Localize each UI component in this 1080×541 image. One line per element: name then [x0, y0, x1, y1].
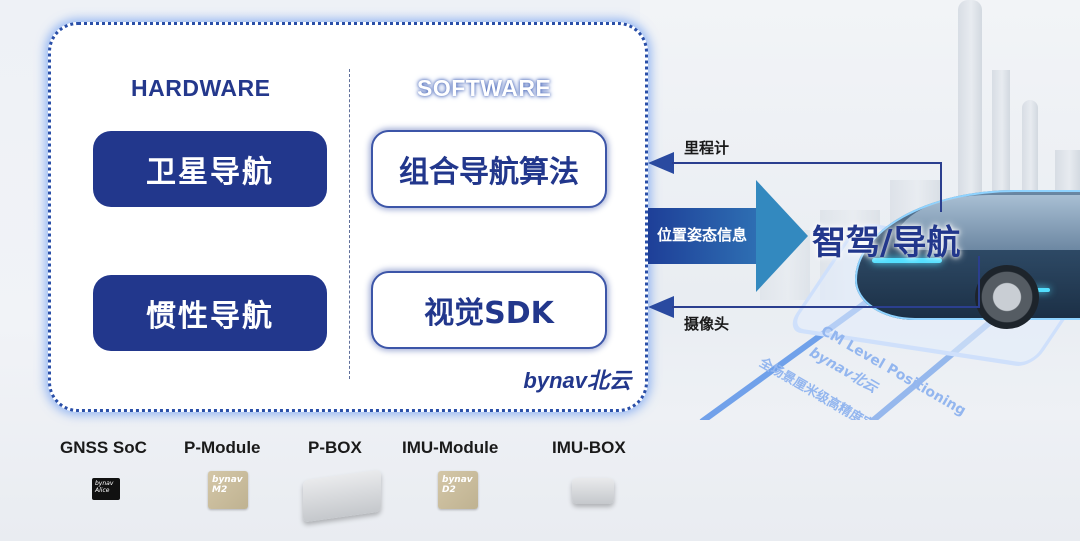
product-label: P-BOX	[308, 438, 362, 457]
car-wheel	[975, 265, 1039, 329]
odometer-arrowhead-icon	[648, 152, 674, 174]
product-label: P-Module	[184, 438, 261, 457]
software-item-vision-sdk: 视觉SDK	[371, 271, 607, 349]
product-label: IMU-BOX	[552, 438, 626, 457]
p-module-image: bynav M2	[208, 471, 248, 509]
column-divider	[349, 69, 350, 379]
background-city-car-scene: CM Level Positioning bynav北云 全场景厘米级高精度定位	[640, 0, 1080, 420]
imu-box-image	[572, 478, 614, 504]
output-arrow-label: 位置姿态信息	[657, 226, 748, 244]
odometer-arrow-connector	[940, 162, 942, 212]
product-imu-box: IMU-BOX	[552, 438, 626, 458]
hardware-title: HARDWARE	[131, 75, 271, 101]
output-arrow-shaft	[648, 208, 758, 264]
camera-arrowhead-icon	[648, 296, 674, 318]
software-title: SOFTWARE	[417, 75, 552, 101]
odometer-arrow-line	[672, 162, 942, 164]
hardware-software-panel: HARDWARE SOFTWARE 卫星导航 惯性导航 组合导航算法 视觉SDK…	[48, 22, 648, 412]
gnss-soc-chip-image: bynav Alice	[92, 478, 120, 500]
software-item-integrated-navigation-algorithm: 组合导航算法	[371, 130, 607, 208]
p-box-image	[303, 469, 381, 523]
camera-arrow-line	[672, 306, 980, 308]
product-label: GNSS SoC	[60, 438, 147, 457]
product-gnss-soc: GNSS SoC	[60, 438, 147, 458]
odometer-label: 里程计	[684, 139, 730, 157]
position-attitude-output-arrow: 位置姿态信息	[648, 180, 808, 292]
product-p-box: P-BOX	[308, 438, 362, 458]
target-smart-driving-navigation: 智驾/导航	[812, 223, 961, 263]
output-arrow-tip-icon	[756, 180, 808, 292]
product-p-module: P-Module	[184, 438, 261, 458]
product-imu-module: IMU-Module	[402, 438, 498, 458]
camera-label: 摄像头	[684, 315, 730, 333]
product-label: IMU-Module	[402, 438, 499, 457]
camera-arrow-connector	[978, 256, 980, 308]
imu-module-image: bynav D2	[438, 471, 478, 509]
hardware-item-inertial-navigation: 惯性导航	[93, 275, 327, 351]
car-headlight	[872, 258, 942, 263]
bynav-logo: bynav北云	[523, 368, 631, 393]
hardware-item-satellite-navigation: 卫星导航	[93, 131, 327, 207]
